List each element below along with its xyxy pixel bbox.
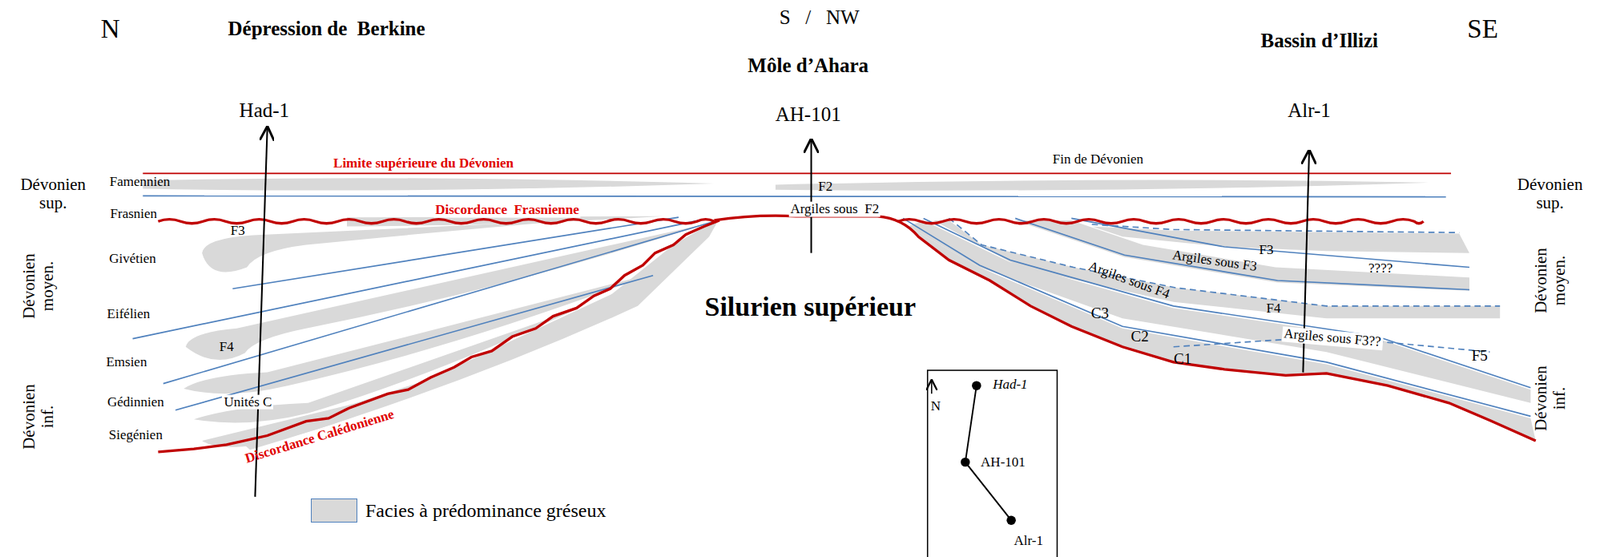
legend-swatch xyxy=(310,498,357,524)
legend-text: Facies à prédominance gréseux xyxy=(365,499,607,521)
section-label: C2 xyxy=(1131,328,1149,346)
section-label: Famennien xyxy=(109,173,171,190)
section-label: Unités C xyxy=(221,394,274,410)
section-label: AH-101 xyxy=(775,103,842,126)
section-label: F4 xyxy=(219,339,234,355)
section-label: F4 xyxy=(1265,300,1281,316)
section-label: Dévonien moyen. xyxy=(20,245,57,327)
section-label: Argiles sous F3 xyxy=(1171,247,1258,275)
section-label: Bassin d’Illizi xyxy=(1260,29,1379,53)
section-label: Dévonien moyen. xyxy=(1531,240,1569,321)
section-label: Alr-1 xyxy=(1014,533,1044,549)
section-label: Frasnien xyxy=(110,206,158,222)
well-arrows xyxy=(254,127,1310,497)
section-label: Argiles sous F3?? xyxy=(1281,326,1384,351)
section-label: F2 xyxy=(818,179,833,195)
section-label: Had-1 xyxy=(992,377,1028,393)
formation-boundaries xyxy=(132,195,1532,416)
location-inset xyxy=(927,370,1058,557)
section-label: Argiles sous F4 xyxy=(1085,258,1171,303)
section-label: C1 xyxy=(1173,350,1192,368)
section-label: Môle d’Ahara xyxy=(747,54,869,77)
section-label: Dévonien inf. xyxy=(20,379,57,454)
section-label: C3 xyxy=(1091,305,1109,323)
section-label: N xyxy=(930,398,941,415)
section-label: Discordance Calédonienne xyxy=(243,407,396,467)
section-label: S / NW xyxy=(779,6,860,29)
section-label: N xyxy=(100,14,121,44)
section-label: Givétien xyxy=(108,251,157,267)
section-label: F3 xyxy=(230,222,246,238)
section-label: Fin de Dévonien xyxy=(1052,151,1144,167)
section-label: ???? xyxy=(1368,261,1393,277)
section-label: Gédinnien xyxy=(107,394,165,410)
section-label: F3 xyxy=(1259,242,1274,258)
sandstone-lenses xyxy=(142,177,1536,450)
section-label: Dévonien sup. xyxy=(1513,175,1588,213)
unconformities xyxy=(142,173,1536,452)
section-label: Alr-1 xyxy=(1287,99,1331,122)
section-label: Dépression de Berkine xyxy=(228,17,426,41)
section-label: Dévonien inf. xyxy=(1531,361,1569,436)
section-label: Dévonien sup. xyxy=(16,175,90,213)
section-label: Eifélien xyxy=(107,306,151,323)
section-label: SE xyxy=(1467,14,1499,44)
section-label: Emsien xyxy=(105,354,147,371)
section-label: F5 xyxy=(1471,347,1488,365)
section-label: Discordance Frasnienne xyxy=(433,202,581,218)
section-label: Siegénien xyxy=(108,427,163,443)
section-label: Silurien supérieur xyxy=(704,292,916,323)
section-label: Limite supérieure du Dévonien xyxy=(333,155,514,171)
section-label: Argiles sous F2 xyxy=(788,201,881,218)
section-label: Had-1 xyxy=(239,99,290,122)
section-label: AH-101 xyxy=(980,455,1026,471)
